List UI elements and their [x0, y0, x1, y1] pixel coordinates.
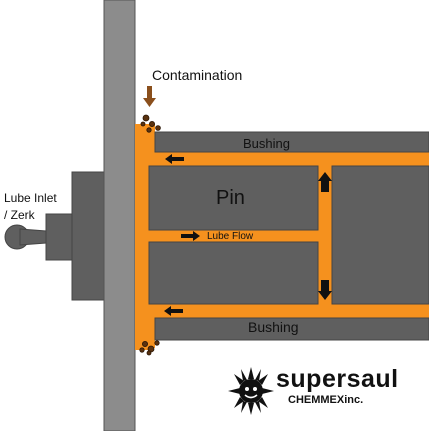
flow-arrow-up	[318, 172, 332, 192]
logo-name: supersaul	[276, 365, 399, 393]
bushing-top	[154, 131, 429, 153]
zerk-fitting-nut	[45, 213, 73, 261]
flow-arrow-right	[181, 231, 200, 241]
lube-inlet-label: Lube Inlet / Zerk	[4, 190, 57, 224]
pin-end	[331, 165, 429, 305]
logo-sun-icon	[228, 367, 274, 415]
flow-arrow-left-bottom	[164, 306, 183, 316]
logo-subtitle: CHEMMEXinc.	[288, 394, 364, 406]
pin-label: Pin	[216, 187, 245, 209]
pin-body-lower	[148, 241, 319, 305]
bushing-bottom	[154, 317, 429, 341]
zerk-fitting-neck	[19, 228, 47, 246]
lube-flow-label: Lube Flow	[207, 231, 254, 242]
bushing-top-label: Bushing	[243, 136, 290, 151]
lube-inlet-label-line2: / Zerk	[4, 208, 35, 222]
pin-body-upper	[148, 165, 319, 231]
bushing-bottom-label: Bushing	[248, 319, 299, 335]
lube-channels	[135, 124, 429, 350]
lube-inlet-housing	[71, 171, 107, 301]
lube-inlet-label-line1: Lube Inlet	[4, 191, 57, 205]
contamination-label: Contamination	[152, 67, 243, 83]
company-logo: supersaul CHEMMEXinc.	[228, 364, 424, 420]
lube-flow-arrows	[164, 154, 332, 316]
flow-arrow-down	[318, 280, 332, 300]
contamination-arrow	[143, 86, 156, 107]
contamination-particles	[139, 114, 161, 356]
flow-arrow-left-top	[165, 154, 184, 164]
mounting-plate	[103, 0, 136, 431]
